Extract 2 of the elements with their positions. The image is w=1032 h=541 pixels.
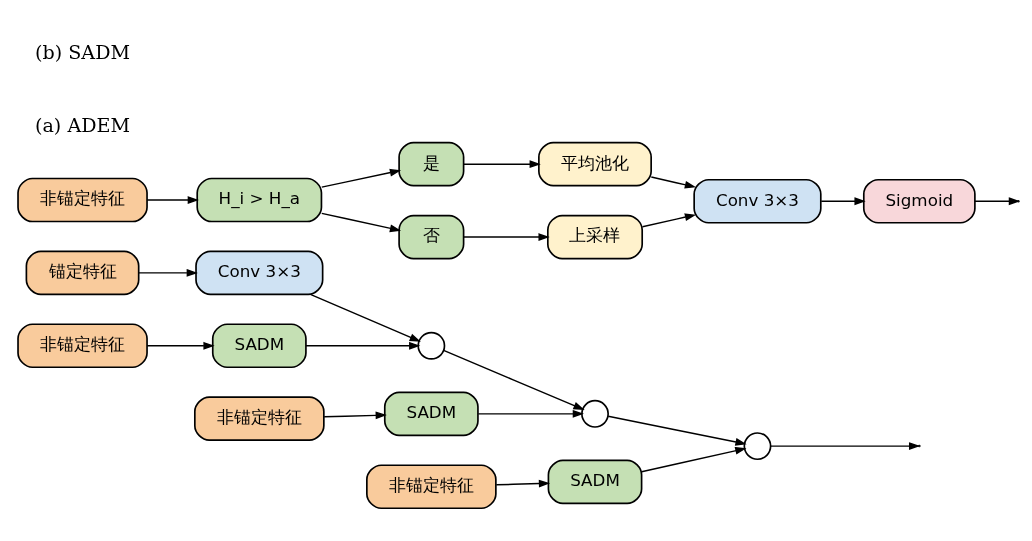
label: (a) ADEM <box>35 113 131 137</box>
label: (b) SADM <box>35 40 131 64</box>
